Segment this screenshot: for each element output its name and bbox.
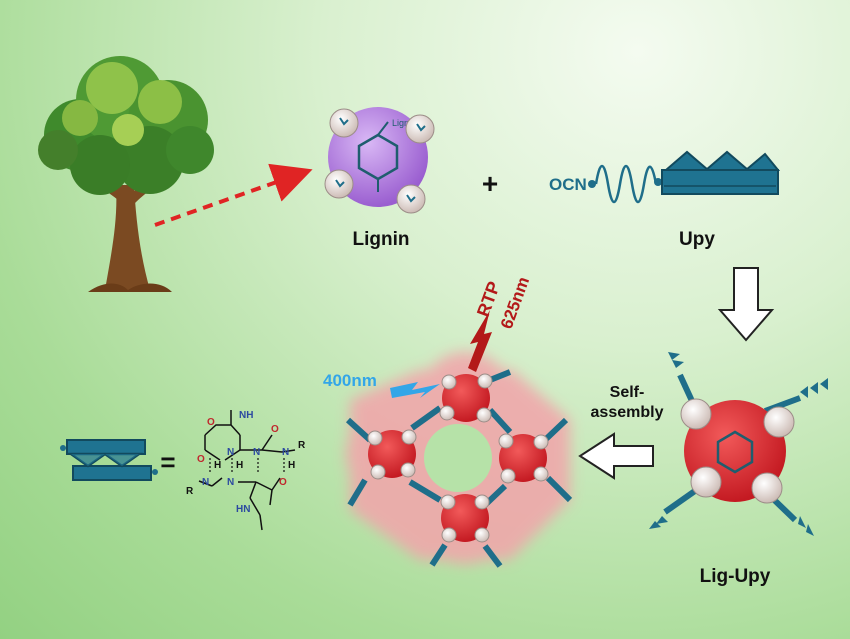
- atom-o-left: O: [197, 454, 205, 465]
- atom-n-ring2: N: [202, 477, 209, 488]
- upy-molecule-icon: OCN: [549, 150, 781, 204]
- down-arrow-icon: [717, 267, 775, 342]
- atom-h-n1: H: [214, 460, 221, 471]
- supramolecular-network-icon: [345, 352, 573, 568]
- upy-dimer-structure: [198, 410, 296, 531]
- atom-o-bottom: O: [279, 477, 287, 488]
- atom-r2: R: [186, 486, 194, 497]
- ocn-label: OCN: [549, 175, 587, 194]
- atom-h-n3: H: [236, 460, 243, 471]
- left-arrow-icon: [578, 432, 654, 480]
- atom-n-urea1: N: [253, 447, 260, 458]
- tree-icon: [38, 56, 214, 292]
- lig-upy-molecule-icon: [649, 352, 828, 536]
- atom-n-ring1: N: [227, 447, 234, 458]
- self-assembly-label-line2: assembly: [591, 404, 664, 421]
- rtp-label: RTP: [473, 279, 504, 320]
- atom-nh-top: NH: [239, 410, 253, 421]
- lig-upy-label: Lig-Upy: [700, 566, 771, 587]
- atom-h-n2: H: [288, 460, 295, 471]
- extraction-arrow: [154, 163, 313, 227]
- emission-label: 625nm: [497, 274, 533, 331]
- excitation-label: 400nm: [323, 371, 377, 390]
- atom-hn-bottom: HN: [236, 504, 250, 515]
- atom-n-urea2: N: [282, 447, 289, 458]
- atom-n-mid: N: [227, 477, 234, 488]
- self-assembly-label-line1: Self-: [610, 384, 645, 401]
- plus-sign: +: [482, 168, 498, 199]
- lignin-core-tag: Lignin: [392, 118, 416, 128]
- excitation-bolt-icon: [390, 382, 440, 398]
- upy-dimer-icon: [60, 439, 158, 481]
- atom-o-top: O: [207, 417, 215, 428]
- atom-r1: R: [298, 440, 306, 451]
- lignin-molecule-icon: Lignin: [324, 107, 435, 214]
- emission-bolt-icon: [468, 310, 492, 372]
- upy-label: Upy: [679, 229, 715, 250]
- equals-sign: =: [160, 447, 175, 477]
- atom-o-urea: O: [271, 424, 279, 435]
- lignin-label: Lignin: [353, 229, 410, 250]
